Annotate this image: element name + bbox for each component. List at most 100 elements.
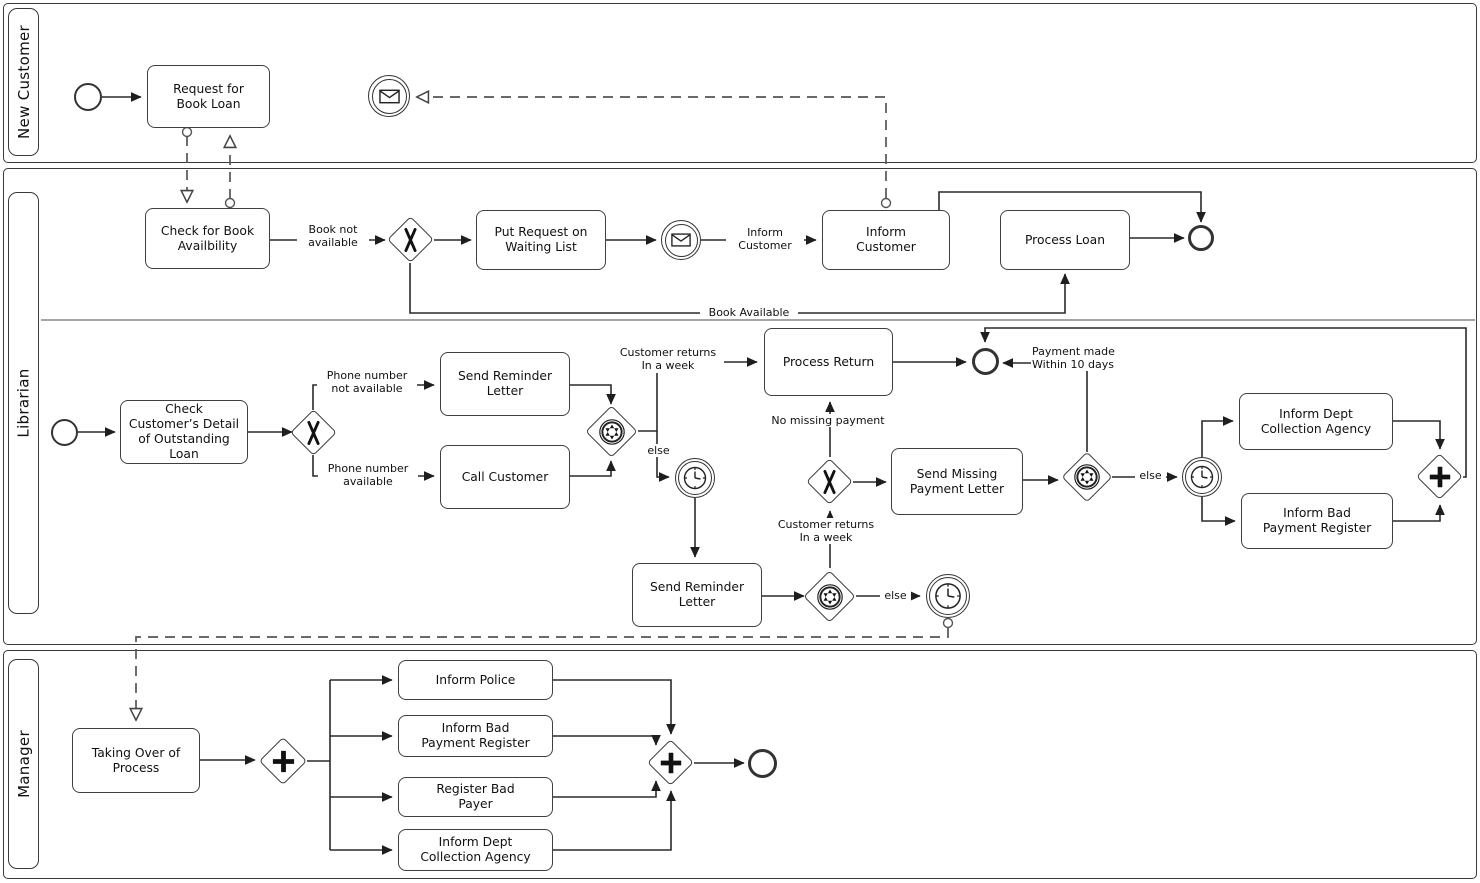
task-label: Inform Dept Collection Agency — [420, 835, 531, 864]
task-request-for-book-loan[interactable]: Request for Book Loan — [147, 65, 270, 128]
task-send-missing-payment-letter[interactable]: Send Missing Payment Letter — [891, 448, 1023, 515]
edge-label-payment-made-10-days: Payment made Within 10 days — [1031, 345, 1131, 372]
parallel-gateway-plus-icon — [272, 750, 294, 772]
task-label: Check for Book Availbility — [160, 223, 255, 253]
pool-new-customer — [3, 3, 1477, 163]
task-put-request-on-waiting-list[interactable]: Put Request on Waiting List — [476, 210, 606, 270]
parallel-gateway-join-librarian[interactable] — [1416, 453, 1463, 500]
lane-label-new-customer: New Customer — [8, 8, 39, 156]
task-label: Send Reminder Letter — [649, 580, 745, 609]
message-flow-source-dots — [181, 126, 954, 629]
task-label: Send Missing Payment Letter — [909, 466, 1005, 496]
timer-event-2[interactable] — [926, 574, 970, 618]
event-gateway-payment[interactable] — [1061, 451, 1113, 503]
task-check-customer-detail[interactable]: Check Customer’s Detail of Outstanding L… — [120, 400, 248, 464]
parallel-gateway-split-manager[interactable] — [258, 736, 308, 786]
task-label: Register Bad Payer — [436, 782, 515, 811]
edge-label-book-available: Book Available — [700, 306, 798, 320]
task-check-for-book-availability[interactable]: Check for Book Availbility — [145, 208, 270, 269]
parallel-gateway-plus-icon — [1429, 466, 1450, 487]
edge-label-else-2: else — [880, 589, 911, 603]
edge-label-no-missing-payment: No missing payment — [768, 414, 888, 428]
task-label: Inform Customer — [856, 225, 916, 254]
task-send-reminder-letter-1[interactable]: Send Reminder Letter — [440, 352, 570, 416]
clock-icon — [683, 466, 707, 490]
task-label: Send Reminder Letter — [457, 369, 553, 398]
task-label: Put Request on Waiting List — [494, 225, 588, 254]
message-flows — [136, 97, 949, 720]
lane-label-new-customer-text: New Customer — [14, 25, 33, 139]
message-event-inner-ring — [371, 78, 407, 114]
task-label: Process Loan — [1024, 232, 1106, 247]
event-gateway-star-icon — [816, 583, 843, 610]
timer-event-1[interactable] — [675, 458, 715, 498]
end-event-manager[interactable] — [748, 749, 777, 778]
pool-manager — [3, 650, 1477, 879]
exclusive-gateway-phone-number[interactable] — [290, 409, 337, 456]
event-gateway-reminder-2[interactable] — [803, 570, 856, 623]
task-inform-bad-payment-register-1[interactable]: Inform Bad Payment Register — [1241, 493, 1393, 549]
task-label: Taking Over of Process — [91, 745, 181, 775]
task-label: Inform Police — [435, 672, 516, 687]
timer-event-3[interactable] — [1182, 457, 1222, 497]
exclusive-gateway-missing-payment[interactable] — [806, 458, 853, 505]
timer-inner-ring — [678, 461, 712, 495]
envelope-icon — [378, 89, 400, 103]
task-label: Process Return — [782, 354, 875, 369]
timer-inner-ring — [929, 577, 967, 615]
task-label: Inform Dept Collection Agency — [1260, 406, 1372, 436]
event-gateway-reminder-1[interactable] — [585, 405, 638, 458]
lane-label-librarian: Librarian — [8, 192, 39, 614]
event-gateway-star-icon — [598, 418, 625, 445]
merge-event-return[interactable] — [972, 348, 999, 375]
lane-label-librarian-text: Librarian — [14, 368, 33, 438]
exclusive-gateway-book-availability[interactable] — [387, 216, 434, 263]
message-flow-inform-to-customer — [417, 97, 887, 198]
lane-label-manager: Manager — [8, 659, 39, 869]
start-event-librarian[interactable] — [51, 419, 78, 446]
parallel-gateway-join-manager[interactable] — [647, 739, 694, 786]
event-gateway-star-icon — [1074, 464, 1100, 490]
edge-label-else-3: else — [1135, 469, 1166, 483]
task-label: Request for Book Loan — [173, 81, 244, 111]
sequence-flows — [78, 92, 1467, 855]
timer-inner-ring — [1185, 460, 1219, 494]
task-label: Call Customer — [461, 469, 549, 484]
lane-label-manager-text: Manager — [14, 730, 33, 798]
start-event-new-customer[interactable] — [74, 83, 102, 111]
edge-label-else-1: else — [643, 444, 674, 458]
exclusive-gateway-x-icon — [823, 469, 836, 494]
pool-librarian — [3, 168, 1477, 645]
envelope-icon — [671, 233, 691, 247]
edge-label-customer-returns-week-1: Customer returns In a week — [612, 346, 724, 373]
task-inform-police[interactable]: Inform Police — [398, 660, 553, 700]
task-process-return[interactable]: Process Return — [764, 328, 893, 396]
task-send-reminder-letter-2[interactable]: Send Reminder Letter — [632, 563, 762, 627]
task-label: Inform Bad Payment Register — [421, 721, 530, 750]
edge-label-customer-returns-week-2: Customer returns In a week — [770, 518, 882, 545]
task-label: Inform Bad Payment Register — [1262, 506, 1372, 535]
exclusive-gateway-x-icon — [404, 227, 417, 252]
task-taking-over-of-process[interactable]: Taking Over of Process — [72, 728, 200, 793]
exclusive-gateway-x-icon — [307, 420, 320, 445]
task-inform-dept-collection-agency-2[interactable]: Inform Dept Collection Agency — [398, 829, 553, 871]
message-event-inner-ring — [664, 223, 698, 257]
clock-icon — [1190, 465, 1214, 489]
parallel-gateway-plus-icon — [660, 752, 681, 773]
task-call-customer[interactable]: Call Customer — [440, 445, 570, 509]
message-event-customer[interactable] — [368, 75, 410, 117]
edge-label-phone-number-available: Phone number available — [318, 462, 418, 489]
edge-label-book-not-available: Book not available — [297, 223, 369, 250]
task-register-bad-payer[interactable]: Register Bad Payer — [398, 777, 553, 817]
message-flow-timer-to-manager — [136, 628, 949, 720]
task-inform-bad-payment-register-2[interactable]: Inform Bad Payment Register — [398, 715, 553, 757]
task-inform-customer[interactable]: Inform Customer — [822, 210, 950, 270]
clock-icon — [935, 583, 961, 609]
end-event-loan[interactable] — [1188, 225, 1214, 251]
task-label: Check Customer’s Detail of Outstanding L… — [128, 402, 240, 461]
task-inform-dept-collection-agency-1[interactable]: Inform Dept Collection Agency — [1239, 393, 1393, 450]
message-event-librarian[interactable] — [661, 220, 701, 260]
edge-label-inform-customer: Inform Customer — [726, 226, 804, 253]
task-process-loan[interactable]: Process Loan — [1000, 210, 1130, 270]
